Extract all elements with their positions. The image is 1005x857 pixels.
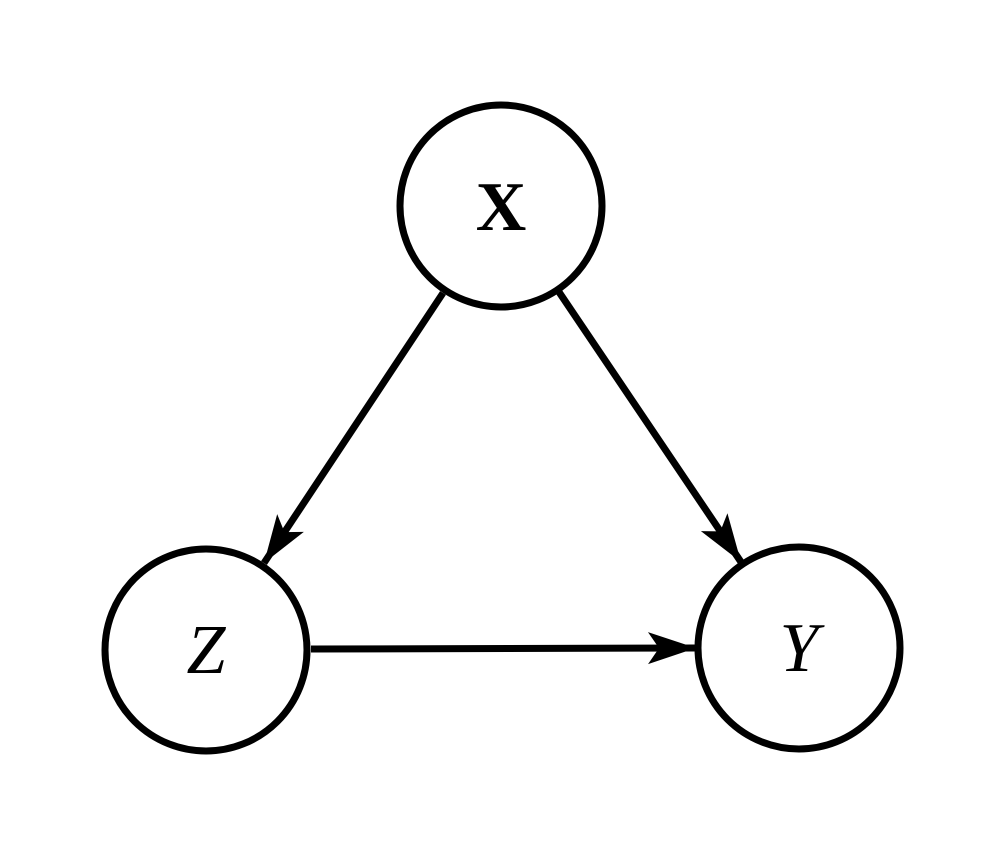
node-x-circle — [396, 101, 606, 311]
edge-x-to-y-arrow — [556, 290, 744, 564]
node-y-label: Y — [780, 610, 826, 687]
edge-z-to-y-arrow — [310, 632, 697, 665]
node-y-circle — [694, 543, 904, 753]
labels-group: X Z Y — [187, 169, 826, 689]
node-z-circle — [101, 545, 311, 755]
node-z-label: Z — [187, 612, 227, 689]
node-x-label: X — [476, 169, 527, 246]
edge-x-to-z-arrow — [261, 291, 446, 565]
edges-group — [261, 290, 744, 665]
nodes-group — [101, 101, 904, 755]
